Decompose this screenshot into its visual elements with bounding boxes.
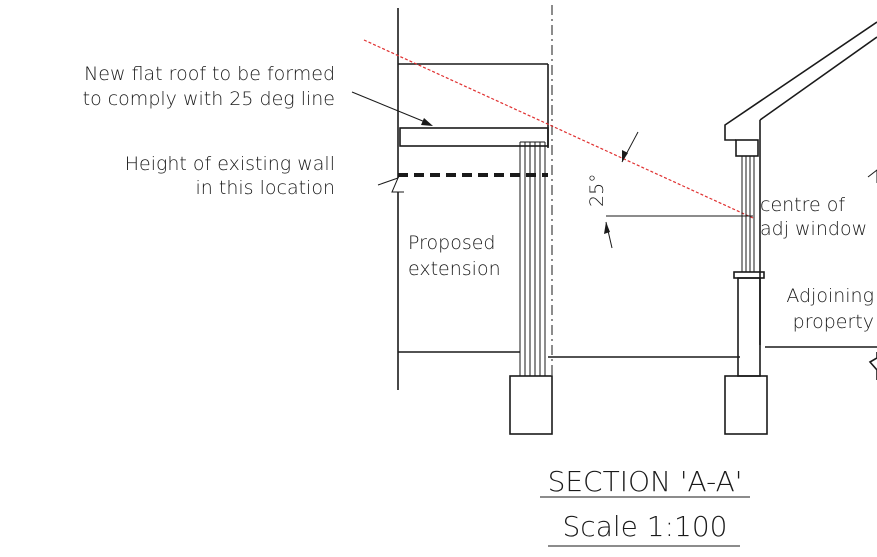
angle-arrow-lower [604,222,610,234]
window-label-line1: centre of [760,194,845,216]
extension-label-line2: extension [408,258,501,280]
roof-note-leader [351,91,433,126]
adjoining-foundation [724,375,768,435]
scale-label: Scale 1:100 [563,510,728,543]
ground-line [398,346,877,358]
existing-wall [377,8,404,390]
angle-dimension [604,131,639,249]
extension-wall [519,141,546,376]
roof-note-line2: to comply with 25 deg line [83,88,335,110]
extension-label-line1: Proposed [408,232,495,254]
twenty-five-degree-line [363,39,754,219]
extension-foundation [509,375,553,435]
new-flat-roof [398,63,549,148]
angle-arrow-upper [622,150,628,162]
adjoining-label-line2: property [793,311,874,333]
adjacent-window [733,139,765,377]
wall-note-line2: in this location [196,177,335,199]
section-title: SECTION 'A-A' [548,465,743,498]
wall-note-line1: Height of existing wall [125,153,335,175]
adjoining-label-line1: Adjoining [786,285,874,307]
angle-label: 25° [586,173,608,207]
roof-note-line1: New flat roof to be formed [84,63,335,85]
window-label-line2: adj window [760,218,867,240]
